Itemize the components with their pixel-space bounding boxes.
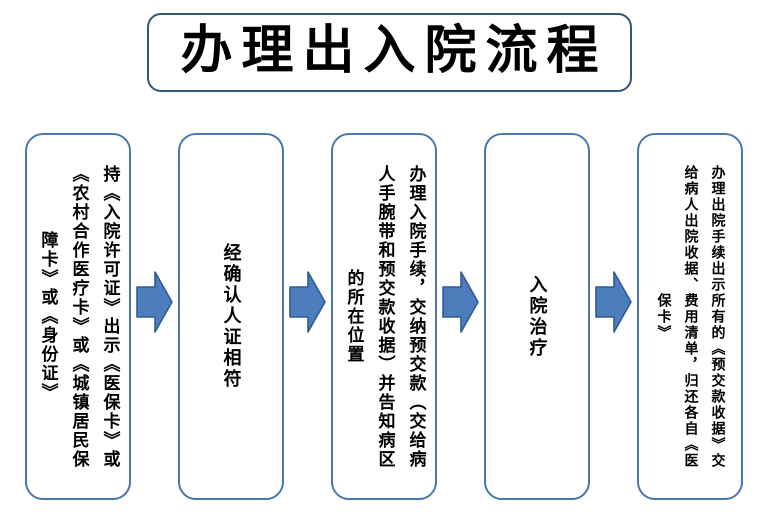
step-box-documents: 持《入院许可证》出示《医保卡》或《农村合作医疗卡》或《城镇居民保障卡》或《身份证… bbox=[25, 133, 131, 500]
step-box-treatment: 入院治疗 bbox=[484, 133, 590, 500]
flow-row: 持《入院许可证》出示《医保卡》或《农村合作医疗卡》或《城镇居民保障卡》或《身份证… bbox=[25, 133, 743, 500]
step-label: 办理入院手续，交纳预交款（交给病人手腕带和预交款收据）并告知病区的所在位置 bbox=[343, 164, 426, 469]
step-label: 持《入院许可证》出示《医保卡》或《农村合作医疗卡》或《城镇居民保障卡》或《身份证… bbox=[37, 164, 120, 469]
right-block-arrow-icon bbox=[441, 270, 479, 333]
step-box-admission-procedure: 办理入院手续，交纳预交款（交给病人手腕带和预交款收据）并告知病区的所在位置 bbox=[331, 133, 437, 500]
right-block-arrow-icon bbox=[135, 270, 173, 333]
flow-arrow-4 bbox=[594, 270, 634, 334]
right-block-arrow-icon bbox=[594, 270, 632, 333]
step-box-identity-check: 经确认人证相符 bbox=[178, 133, 284, 500]
flow-arrow-2 bbox=[288, 270, 328, 334]
flow-arrow-1 bbox=[135, 270, 175, 334]
flow-arrow-3 bbox=[441, 270, 481, 334]
step-label: 办理出院手续出示所有的《预交款收据》交给病人出院收据、费用清单，归还各自《医保卡… bbox=[655, 164, 726, 469]
page-title: 办理出入院流程 bbox=[180, 19, 608, 81]
right-block-arrow-icon bbox=[288, 270, 326, 333]
title-box: 办理出入院流程 bbox=[147, 13, 632, 92]
step-box-discharge-procedure: 办理出院手续出示所有的《预交款收据》交给病人出院收据、费用清单，归还各自《医保卡… bbox=[637, 133, 743, 500]
step-label: 入院治疗 bbox=[526, 274, 548, 359]
step-label: 经确认人证相符 bbox=[220, 243, 242, 390]
